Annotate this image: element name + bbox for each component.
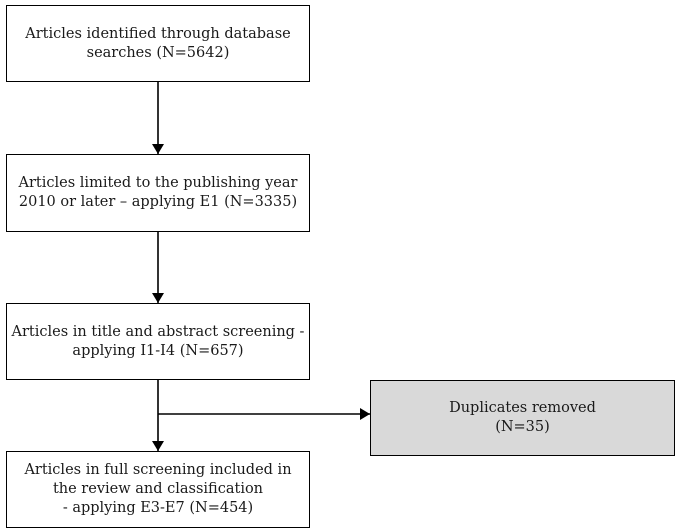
box-text-line: Articles identified through database: [25, 25, 291, 42]
box-duplicates-removed: Duplicates removed (N=35): [370, 380, 675, 456]
box-text-line: searches (N=5642): [86, 44, 230, 61]
box-text-line: Articles in full screening included in: [24, 462, 292, 478]
box-title-abstract-screening: Articles in title and abstract screening…: [6, 303, 310, 380]
box-full-screening-included: Articles in full screening included in t…: [6, 451, 310, 528]
box-text-line: the review and classification: [52, 481, 264, 497]
box-articles-limited: Articles limited to the publishing year …: [6, 154, 310, 232]
box-text-line: (N=35): [495, 419, 550, 435]
box-text-line: - applying E3-E7 (N=454): [62, 500, 254, 516]
box-articles-identified: Articles identified through database sea…: [6, 5, 310, 82]
box-text-line: Duplicates removed: [449, 400, 596, 416]
box-text-line: applying I1-I4 (N=657): [72, 342, 244, 359]
box-text-line: Articles limited to the publishing year: [18, 175, 298, 191]
box-text-line: 2010 or later – applying E1 (N=3335): [18, 194, 298, 210]
box-text-line: Articles in title and abstract screening…: [11, 323, 305, 340]
